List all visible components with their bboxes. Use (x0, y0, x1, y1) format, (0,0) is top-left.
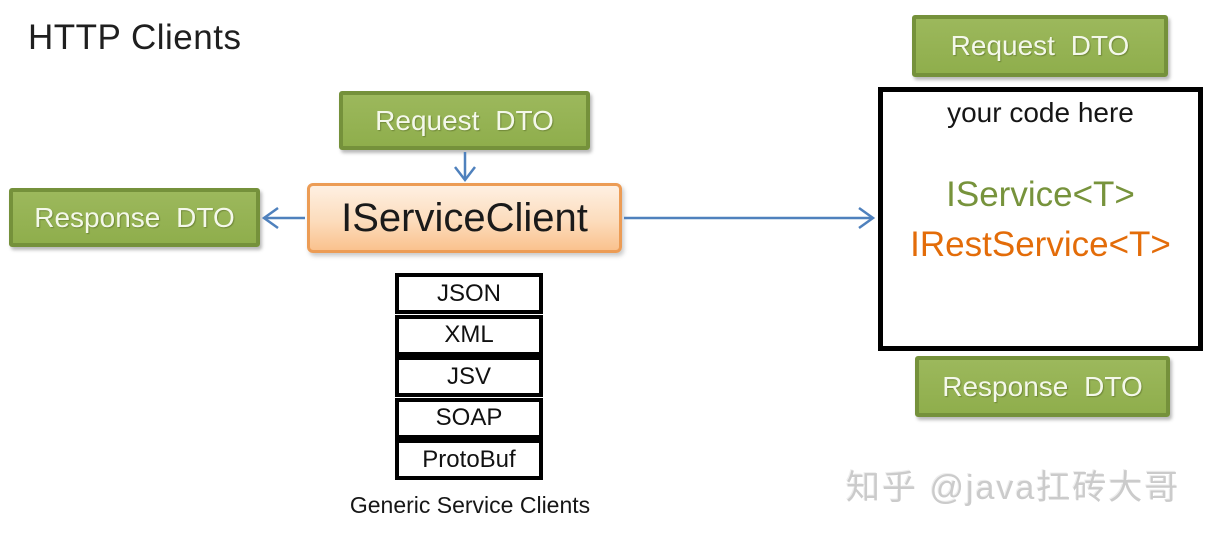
request-dto-box-server: Request DTO (912, 15, 1168, 77)
arrow-client-to-response (261, 206, 305, 230)
iserviceclient-box: IServiceClient (307, 183, 622, 253)
format-stack: JSON XML JSV SOAP ProtoBuf (395, 273, 543, 481)
response-dto-label: Response DTO (942, 370, 1143, 402)
your-code-label: your code here (947, 97, 1134, 128)
format-jsv: JSV (395, 356, 543, 397)
format-soap: SOAP (395, 397, 543, 439)
iservice-interface-label: IService<T> (946, 175, 1135, 214)
response-dto-box-client: Response DTO (9, 188, 260, 247)
your-code-box: your code here IService<T> IRestService<… (878, 87, 1203, 351)
format-stack-caption: Generic Service Clients (349, 492, 591, 518)
response-dto-label: Response DTO (34, 201, 235, 233)
request-dto-label: Request DTO (375, 104, 554, 136)
format-protobuf: ProtoBuf (395, 439, 543, 480)
arrow-request-to-client (454, 152, 476, 183)
request-dto-label: Request DTO (950, 30, 1130, 61)
page-title: HTTP Clients (28, 18, 242, 57)
format-xml: XML (395, 314, 543, 356)
irestservice-interface-label: IRestService<T> (910, 225, 1171, 264)
response-dto-box-server: Response DTO (915, 356, 1170, 417)
format-json: JSON (395, 273, 543, 314)
watermark: 知乎 @java扛砖大哥 (846, 469, 1181, 507)
iserviceclient-label: IServiceClient (341, 195, 588, 240)
request-dto-box-client: Request DTO (339, 91, 590, 150)
arrow-client-to-server (624, 206, 876, 230)
